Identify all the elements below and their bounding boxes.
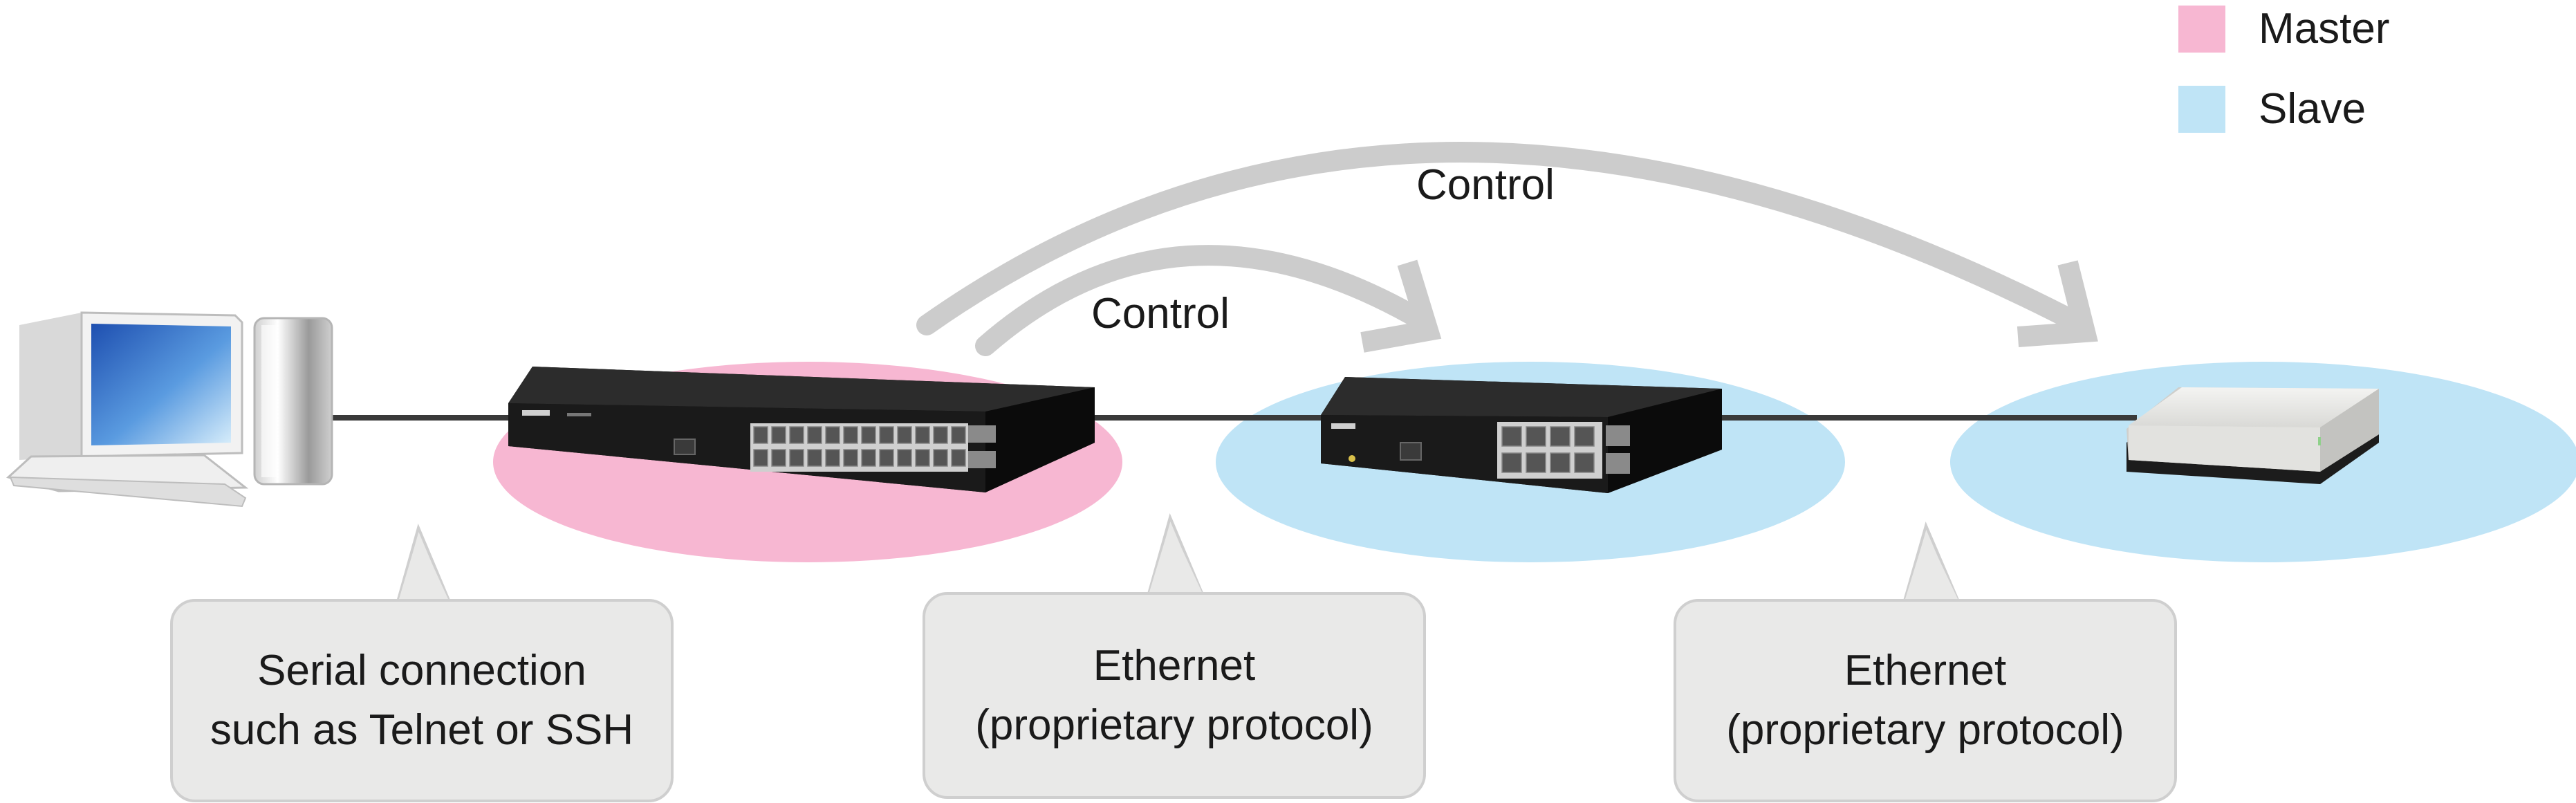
callout-ethernet-1: [923, 513, 1426, 799]
wireless-access-point-icon: [2126, 387, 2379, 484]
callout-serial-line1: Serial connection: [257, 647, 586, 694]
callout-text-ethernet-1: Ethernet (proprietary protocol): [924, 593, 1425, 797]
control-label-long: Control: [1416, 161, 1555, 209]
control-label-short: Control: [1091, 290, 1230, 338]
legend-label-master: Master: [2259, 5, 2390, 53]
legend-label-slave: Slave: [2259, 85, 2366, 133]
legend-item-slave: Slave: [2178, 84, 2366, 133]
callout-text-serial: Serial connection such as Telnet or SSH: [172, 600, 672, 801]
callout-ethernet-1-line1: Ethernet: [1093, 641, 1256, 690]
network-switch-8port-icon: [1321, 377, 1722, 493]
control-arc-short: [975, 245, 1442, 356]
callout-ethernet-1-line2: (proprietary protocol): [975, 701, 1373, 749]
legend-item-master: Master: [2178, 4, 2389, 53]
network-switch-24port-icon: [508, 367, 1095, 492]
callout-serial-line2: such as Telnet or SSH: [210, 706, 634, 754]
callout-text-ethernet-2: Ethernet (proprietary protocol): [1675, 600, 2176, 801]
control-arc-long: [916, 142, 2098, 347]
callout-ethernet-2-line2: (proprietary protocol): [1726, 706, 2124, 754]
callout-serial-connection: [170, 523, 674, 802]
callout-ethernet-2-line1: Ethernet: [1844, 647, 2007, 694]
callout-ethernet-2: [1674, 522, 2177, 802]
legend-swatch-master: [2178, 5, 2225, 53]
legend-swatch-slave: [2178, 85, 2225, 133]
computer-icon: [6, 311, 333, 508]
